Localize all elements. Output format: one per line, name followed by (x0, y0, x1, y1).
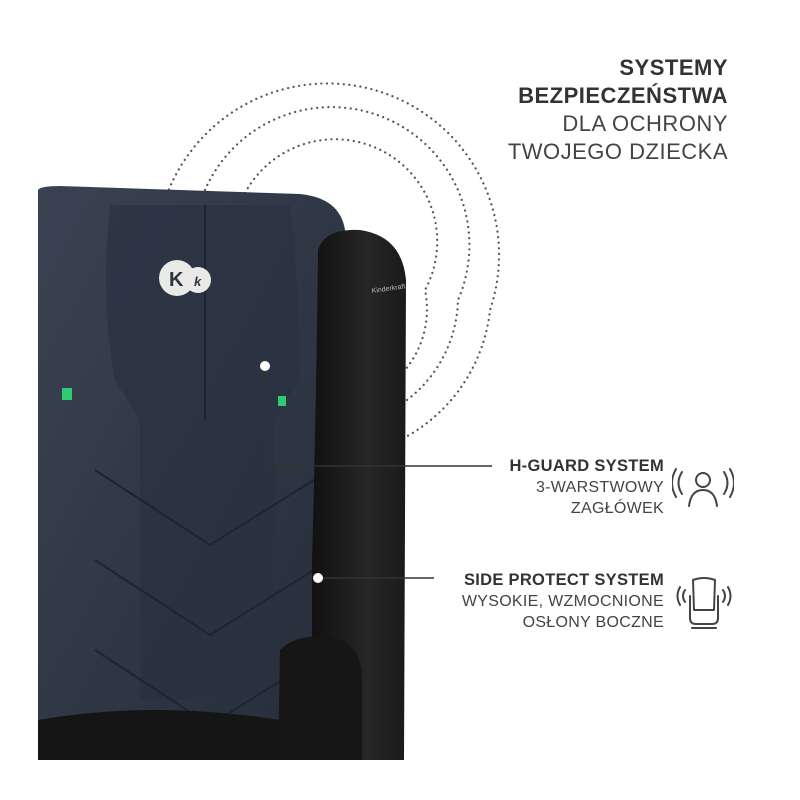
callout-lines (264, 367, 492, 579)
brand-text: Kinderkraft (371, 283, 406, 295)
feature-line: ZAGŁÓWEK (570, 500, 664, 517)
headline-line-4: TWOJEGO DZIECKA (507, 139, 728, 164)
callout-dot-side-protect (313, 573, 323, 583)
seat-waves-icon (676, 577, 732, 629)
headline-line-2: BEZPIECZEŃSTWA (518, 83, 728, 108)
feature-line: OSŁONY BOCZNE (522, 614, 664, 631)
headline-line-1: SYSTEMY (619, 55, 728, 80)
isofix-accent (62, 388, 72, 400)
headline: SYSTEMY BEZPIECZEŃSTWA DLA OCHRONY TWOJE… (508, 54, 728, 166)
person-waves-icon (672, 468, 734, 507)
feature-title: SIDE PROTECT SYSTEM (463, 571, 664, 589)
feature-title: H-GUARD SYSTEM (509, 457, 664, 475)
feature-h-guard: H-GUARD SYSTEM 3-WARSTWOWY ZAGŁÓWEK (509, 456, 664, 519)
callout-dot-h-guard (260, 361, 270, 371)
feature-line: 3-WARSTWOWY (535, 479, 664, 496)
armrest (278, 636, 362, 760)
headline-line-3: DLA OCHRONY (562, 111, 728, 136)
dotted-arcs (163, 82, 501, 442)
svg-text:k: k (194, 274, 202, 289)
brand-logo: K k (159, 260, 211, 296)
feature-side-protect: SIDE PROTECT SYSTEM WYSOKIE, WZMOCNIONE … (462, 570, 664, 633)
side-wing (312, 229, 406, 761)
feature-line: WYSOKIE, WZMOCNIONE (461, 593, 664, 610)
svg-text:K: K (169, 269, 184, 291)
